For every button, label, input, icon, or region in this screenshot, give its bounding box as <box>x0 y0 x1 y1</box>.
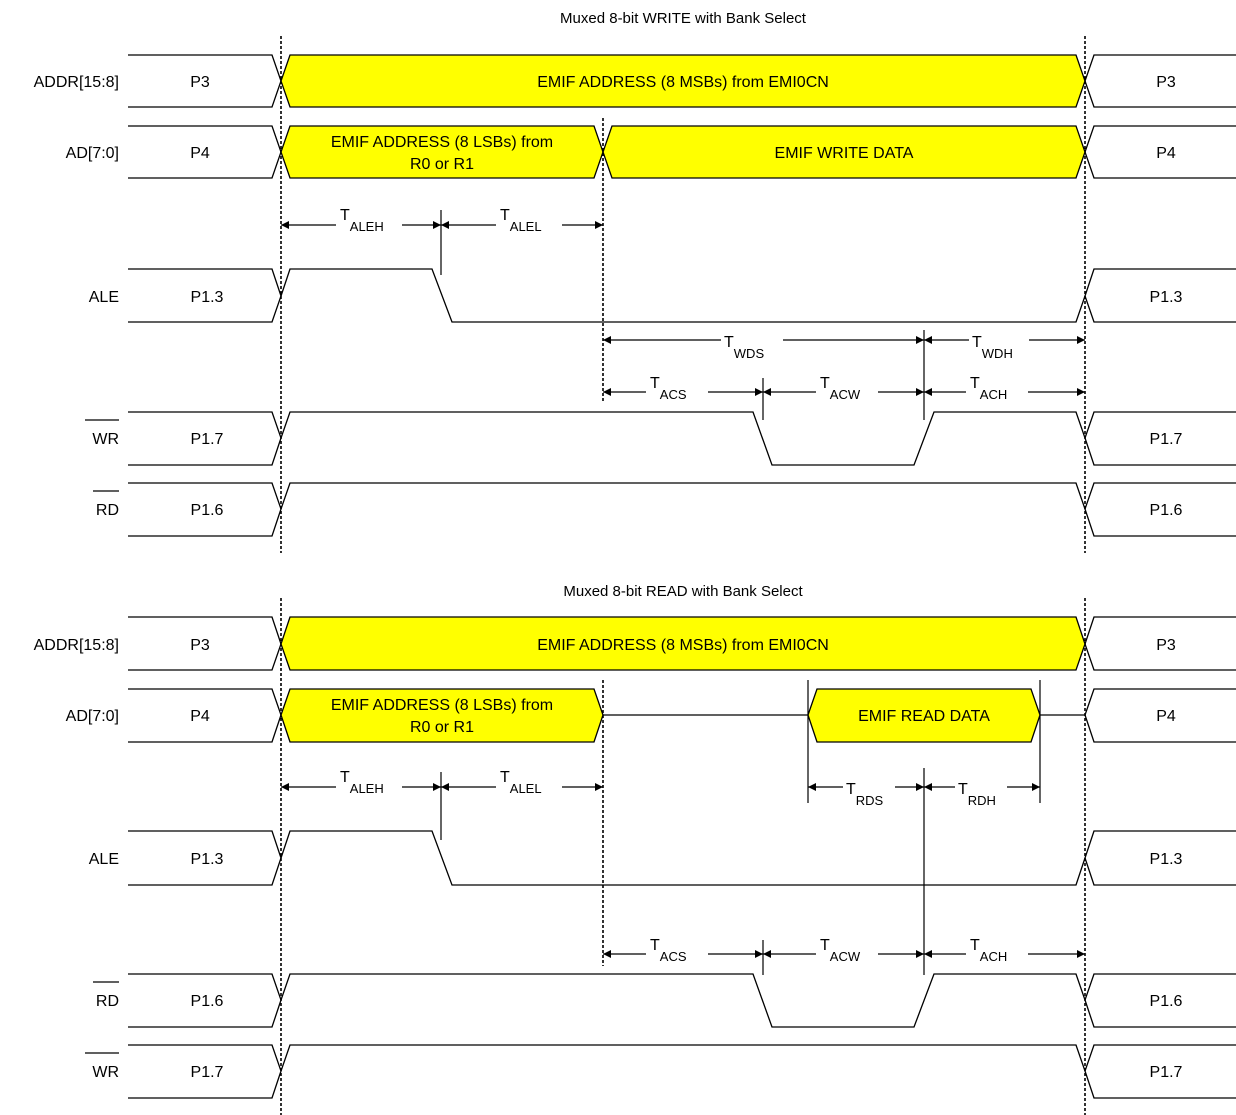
pin-left: P4 <box>190 708 210 725</box>
bus-text: EMIF ADDRESS (8 MSBs) from EMI0CN <box>537 74 829 91</box>
pin-right: P4 <box>1156 145 1176 162</box>
pin-left: P3 <box>190 637 210 654</box>
signal-label: RD <box>96 993 119 1010</box>
timing-label: TALEH <box>340 769 384 796</box>
signal-label: ALE <box>89 289 119 306</box>
pin-right: P3 <box>1156 74 1176 91</box>
timing-label: TACW <box>820 375 861 402</box>
write-timing-wds: TWDS <box>603 327 924 361</box>
waveform-main <box>280 830 1086 886</box>
write-diagram: Muxed 8-bit WRITE with Bank Select ADDR[… <box>34 10 1236 553</box>
read-signal-ad: AD[7:0] P4 EMIF ADDRESS (8 LSBs) from R0… <box>66 688 1236 743</box>
read-timing-alel: TALEL <box>441 769 603 798</box>
read-timing-aleh: TALEH <box>281 769 441 798</box>
timing-label: TWDH <box>972 334 1013 361</box>
read-timing-rdh: TRDH <box>924 774 1040 808</box>
write-signal-ale: ALE P1.3 P1.3 <box>89 268 1236 323</box>
pin-left: P4 <box>190 145 210 162</box>
timing-label: TACS <box>650 375 687 402</box>
timing-label: TACW <box>820 937 861 964</box>
bus-right-segment <box>1084 616 1236 671</box>
write-timing-alel: TALEL <box>441 207 603 236</box>
bus-right-segment <box>1084 688 1236 743</box>
read-timing-rds: TRDS <box>808 774 924 808</box>
bus-text-data: EMIF READ DATA <box>858 708 990 725</box>
waveform-right <box>1084 1044 1236 1099</box>
signal-label: AD[7:0] <box>66 708 119 725</box>
pin-right: P3 <box>1156 637 1176 654</box>
timing-label: TALEL <box>500 769 542 796</box>
bus-text-line-2: R0 or R1 <box>410 156 474 173</box>
pin-right: P1.7 <box>1150 431 1183 448</box>
waveform-right <box>1084 482 1236 537</box>
timing-label: TRDH <box>958 781 996 808</box>
read-signal-rd: RD P1.6 P1.6 <box>93 973 1236 1028</box>
signal-label: ALE <box>89 851 119 868</box>
read-diagram: Muxed 8-bit READ with Bank Select ADDR[1… <box>34 583 1236 1115</box>
bus-right-segment <box>1084 125 1236 179</box>
write-timing-ach: TACH <box>924 375 1085 406</box>
signal-label: ADDR[15:8] <box>34 74 119 91</box>
waveform-main <box>280 1044 1086 1072</box>
write-timing-aleh: TALEH <box>281 207 441 236</box>
read-signal-addr: ADDR[15:8] P3 EMIF ADDRESS (8 MSBs) from… <box>34 616 1236 671</box>
signal-label: AD[7:0] <box>66 145 119 162</box>
read-signal-ale: ALE P1.3 P1.3 <box>89 830 1236 886</box>
waveform-main <box>280 411 1086 466</box>
read-signal-wr: WR P1.7 P1.7 <box>85 1044 1236 1099</box>
waveform-main <box>280 482 1086 510</box>
write-diagram-title: Muxed 8-bit WRITE with Bank Select <box>560 10 807 27</box>
bus-text: EMIF ADDRESS (8 MSBs) from EMI0CN <box>537 637 829 654</box>
bus-text-line-1: EMIF ADDRESS (8 LSBs) from <box>331 134 553 151</box>
pin-left: P1.7 <box>191 1064 224 1081</box>
write-timing-acw: TACW <box>763 375 924 406</box>
waveform-right <box>1084 830 1236 886</box>
signal-label: WR <box>92 431 119 448</box>
waveform-main <box>280 268 1086 323</box>
pin-left: P1.6 <box>191 502 224 519</box>
write-timing-wdh: TWDH <box>924 327 1085 361</box>
signal-label: WR <box>92 1064 119 1081</box>
pin-left: P1.7 <box>191 431 224 448</box>
waveform-right <box>1084 411 1236 466</box>
bus-right-segment <box>1084 54 1236 108</box>
write-signal-ad: AD[7:0] P4 EMIF ADDRESS (8 LSBs) from R0… <box>66 125 1236 179</box>
read-timing-ach: TACH <box>924 937 1085 968</box>
bus-text-line-2: R0 or R1 <box>410 719 474 736</box>
bus-text-data: EMIF WRITE DATA <box>775 145 914 162</box>
waveform-right <box>1084 268 1236 323</box>
pin-left: P1.3 <box>191 289 224 306</box>
pin-right: P1.7 <box>1150 1064 1183 1081</box>
timing-label: TRDS <box>846 781 884 808</box>
waveform-main <box>280 973 1086 1028</box>
pin-right: P1.6 <box>1150 993 1183 1010</box>
read-timing-acw: TACW <box>763 937 924 968</box>
write-signal-wr: WR P1.7 P1.7 <box>85 411 1236 466</box>
write-signal-rd: RD P1.6 P1.6 <box>93 482 1236 537</box>
timing-label: TACH <box>970 375 1007 402</box>
timing-label: TWDS <box>724 334 764 361</box>
timing-label: TALEH <box>340 207 384 234</box>
read-diagram-title: Muxed 8-bit READ with Bank Select <box>563 583 803 600</box>
waveform-right <box>1084 973 1236 1028</box>
pin-left: P1.3 <box>191 851 224 868</box>
timing-label: TACS <box>650 937 687 964</box>
read-timing-acs: TACS <box>603 937 763 968</box>
pin-right: P1.3 <box>1150 851 1183 868</box>
pin-right: P4 <box>1156 708 1176 725</box>
bus-text-line-1: EMIF ADDRESS (8 LSBs) from <box>331 697 553 714</box>
write-signal-addr: ADDR[15:8] P3 EMIF ADDRESS (8 MSBs) from… <box>34 54 1236 108</box>
pin-right: P1.3 <box>1150 289 1183 306</box>
pin-right: P1.6 <box>1150 502 1183 519</box>
write-timing-acs: TACS <box>603 375 763 406</box>
pin-left: P3 <box>190 74 210 91</box>
timing-label: TACH <box>970 937 1007 964</box>
signal-label: RD <box>96 502 119 519</box>
timing-label: TALEL <box>500 207 542 234</box>
signal-label: ADDR[15:8] <box>34 637 119 654</box>
pin-left: P1.6 <box>191 993 224 1010</box>
